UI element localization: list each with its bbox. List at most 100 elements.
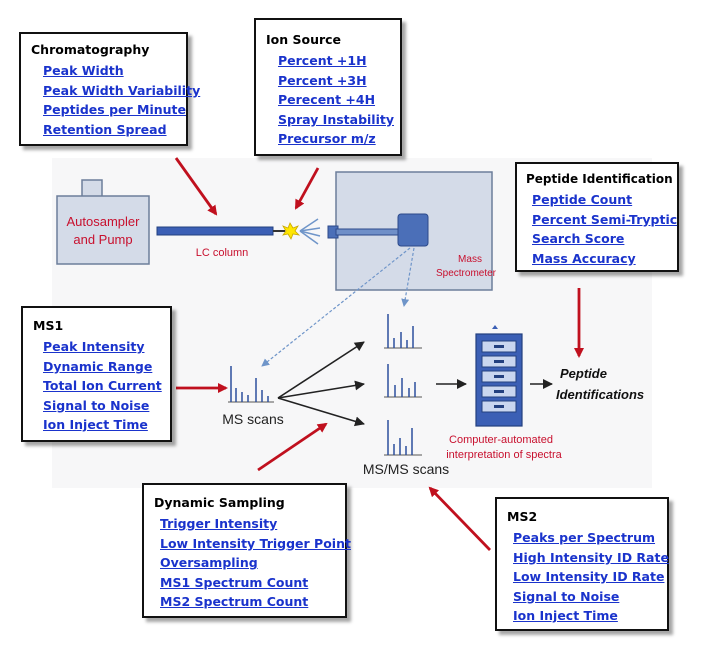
ion-source-title: Ion Source — [266, 32, 342, 47]
mass-spec-label-line2: Spectrometer — [436, 268, 497, 279]
percent-1h-link[interactable]: Percent +1H — [278, 53, 367, 68]
list-item: Perecent +4H — [278, 90, 392, 110]
ion-inject-time-link[interactable]: Ion Inject Time — [43, 417, 148, 433]
dynamic-range-link[interactable]: Dynamic Range — [43, 358, 153, 374]
mass-spec-label-line1: Mass — [458, 254, 482, 265]
percent-3h-link[interactable]: Percent +3H — [278, 72, 367, 88]
search-score-link[interactable]: Search Score — [532, 231, 625, 247]
list-item: Low Intensity Trigger Point — [160, 534, 351, 554]
autosampler-pump: Autosampler and Pump — [56, 179, 150, 265]
list-item: Search Score — [532, 229, 671, 249]
peptide-identification-metrics-box: Peptide Identification Peptide Count Per… — [515, 162, 679, 272]
lc-column-label: LC column — [196, 247, 249, 259]
ms2-metric-list: Peaks per Spectrum High Intensity ID Rat… — [507, 528, 669, 626]
percent-4h-link[interactable]: Perecent +4H — [278, 92, 376, 108]
list-item: Peptides per Minute — [43, 100, 186, 120]
list-item: Peptide Count — [532, 190, 671, 210]
list-item: Spray Instability — [278, 110, 394, 130]
ms-scans-label: MS scans — [222, 411, 283, 427]
mass-accuracy-link[interactable]: Mass Accuracy — [532, 250, 636, 266]
ms2-ion-inject-time-link[interactable]: Ion Inject Time — [513, 608, 618, 624]
ms2-metrics-box: MS2 Peaks per Spectrum High Intensity ID… — [495, 497, 669, 631]
list-item: Signal to Noise — [513, 587, 661, 607]
list-item: Ion Inject Time — [43, 415, 164, 435]
computer-label-line2: interpretation of spectra — [446, 449, 562, 461]
ms2-signal-to-noise-link[interactable]: Signal to Noise — [513, 588, 620, 604]
list-item: Peaks per Spectrum — [513, 528, 661, 548]
ms1-metric-list: Peak Intensity Dynamic Range Total Ion C… — [33, 337, 164, 435]
list-item: Dynamic Range — [43, 357, 164, 377]
computer-cabinet-icon — [475, 325, 523, 427]
low-intensity-trigger-point-link[interactable]: Low Intensity Trigger Point — [160, 535, 351, 551]
ms1-title: MS1 — [33, 318, 64, 333]
list-item: Percent Semi-Tryptic — [532, 210, 677, 230]
branch-arrows — [277, 341, 365, 427]
chromatography-callout-arrow — [174, 157, 218, 216]
ion-source-callout-arrow — [294, 167, 320, 210]
msms-spectrum-2 — [384, 364, 422, 398]
peptide-identification-metric-list: Peptide Count Percent Semi-Tryptic Searc… — [526, 190, 677, 269]
autosampler-label-line2: and Pump — [73, 232, 132, 247]
peptides-per-minute-link[interactable]: Peptides per Minute — [43, 102, 186, 118]
autosampler-label-line1: Autosampler — [67, 214, 141, 229]
low-intensity-id-rate-link[interactable]: Low Intensity ID Rate — [513, 569, 665, 585]
list-item: MS2 Spectrum Count — [160, 592, 339, 612]
list-item: Retention Spread — [43, 120, 178, 140]
dynamic-sampling-title: Dynamic Sampling — [154, 495, 285, 510]
list-item: Signal to Noise — [43, 396, 164, 416]
oversampling-link[interactable]: Oversampling — [160, 555, 258, 571]
ion-source-metrics-box: Ion Source Percent +1H Percent +3H Perec… — [254, 18, 402, 156]
list-item: Peak Intensity — [43, 337, 164, 357]
ion-source-metric-list: Percent +1H Percent +3H Perecent +4H Spr… — [266, 51, 394, 149]
total-ion-current-link[interactable]: Total Ion Current — [43, 378, 162, 394]
ms1-spectrum-count-link[interactable]: MS1 Spectrum Count — [160, 574, 309, 590]
dynamic-sampling-metric-list: Trigger Intensity Low Intensity Trigger … — [154, 514, 351, 612]
peak-intensity-link[interactable]: Peak Intensity — [43, 339, 145, 354]
mass-spectrometer: Mass Spectrometer — [327, 171, 497, 291]
ms2-spectrum-count-link[interactable]: MS2 Spectrum Count — [160, 594, 309, 610]
signal-to-noise-link[interactable]: Signal to Noise — [43, 397, 150, 413]
list-item: Oversampling — [160, 553, 339, 573]
msms-spectrum-1 — [384, 314, 422, 349]
peptide-identification-title: Peptide Identification — [526, 172, 673, 186]
list-item: Precursor m/z — [278, 129, 392, 149]
list-item: High Intensity ID Rate — [513, 548, 669, 568]
list-item: Ion Inject Time — [513, 606, 661, 626]
list-item: MS1 Spectrum Count — [160, 573, 339, 593]
retention-spread-link[interactable]: Retention Spread — [43, 121, 167, 137]
callout-arrows — [174, 157, 584, 551]
chromatography-title: Chromatography — [31, 42, 150, 57]
electrospray-icon — [282, 218, 321, 245]
msms-spectrum-3 — [384, 420, 422, 456]
trigger-intensity-link[interactable]: Trigger Intensity — [160, 516, 278, 531]
peptide-identifications-line1: Peptide — [560, 366, 607, 381]
list-item: Mass Accuracy — [532, 249, 671, 269]
peak-width-variability-link[interactable]: Peak Width Variability — [43, 82, 201, 98]
peptide-identifications-line2: Identifications — [556, 387, 644, 402]
chromatography-metric-list: Peak Width Peak Width Variability Peptid… — [31, 61, 200, 140]
spray-instability-link[interactable]: Spray Instability — [278, 111, 394, 127]
ms-to-ms-scans-connector — [261, 247, 411, 367]
peaks-per-spectrum-link[interactable]: Peaks per Spectrum — [513, 530, 656, 545]
ms2-callout-arrow — [428, 486, 492, 551]
ms1-metrics-box: MS1 Peak Intensity Dynamic Range Total I… — [21, 306, 172, 442]
computer-label-line1: Computer-automated — [449, 434, 553, 446]
percent-semi-tryptic-link[interactable]: Percent Semi-Tryptic — [532, 211, 678, 227]
list-item: Peak Width — [43, 61, 178, 81]
list-item: Total Ion Current — [43, 376, 164, 396]
chromatography-metrics-box: Chromatography Peak Width Peak Width Var… — [19, 32, 200, 146]
precursor-mz-link[interactable]: Precursor m/z — [278, 131, 376, 147]
dynamic-sampling-metrics-box: Dynamic Sampling Trigger Intensity Low I… — [142, 483, 351, 618]
list-item: Percent +3H — [278, 71, 392, 91]
lc-column: LC column — [156, 226, 285, 259]
list-item: Low Intensity ID Rate — [513, 567, 665, 587]
peak-width-link[interactable]: Peak Width — [43, 63, 124, 78]
list-item: Peak Width Variability — [43, 81, 200, 101]
list-item: Percent +1H — [278, 51, 392, 71]
peptide-count-link[interactable]: Peptide Count — [532, 192, 633, 207]
msms-scans-label: MS/MS scans — [363, 461, 449, 477]
list-item: Trigger Intensity — [160, 514, 339, 534]
high-intensity-id-rate-link[interactable]: High Intensity ID Rate — [513, 549, 669, 565]
ms2-title: MS2 — [507, 509, 538, 524]
ms-scan-spectrum — [228, 366, 274, 403]
